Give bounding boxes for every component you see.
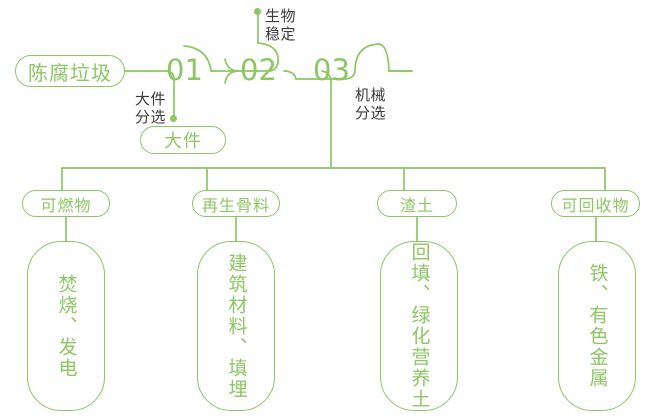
wire-01-dropstub	[165, 70, 175, 96]
stage-03-process-label: 机械 分选	[355, 86, 387, 123]
wire-03-top-arc	[354, 43, 380, 72]
output-node-bulky-label: 大件	[164, 131, 202, 152]
detail-box-recycled-aggregate-text: 建筑材料、填埋	[225, 252, 248, 400]
stage-number-03[interactable]: 03	[313, 53, 350, 87]
wire-02-bracket-lower-left	[224, 70, 240, 84]
output-node-bulky[interactable]: 大件	[140, 126, 226, 154]
wire-02-top-arc	[257, 42, 279, 64]
output-pill-slag-soil[interactable]: 渣土	[377, 190, 457, 217]
detail-box-recyclables[interactable]: 铁、有色金属	[558, 241, 636, 411]
output-pill-recycled-aggregate-label: 再生骨料	[201, 195, 270, 215]
stage-number-01[interactable]: 01	[166, 53, 203, 87]
detail-box-combustible[interactable]: 焚烧、发电	[27, 241, 105, 411]
stage-01-endpoint-dot	[170, 115, 177, 122]
output-pill-combustible-label: 可燃物	[40, 195, 92, 215]
source-node-stale-waste[interactable]: 陈腐垃圾	[15, 55, 125, 87]
wire-03-left-riser	[343, 70, 356, 80]
detail-box-slag-soil[interactable]: 回填、绿化营养土	[380, 241, 458, 411]
detail-box-combustible-text: 焚烧、发电	[55, 273, 78, 379]
wire-02-left-riser	[267, 62, 279, 72]
wire-02-bracket-upper-left	[224, 58, 240, 72]
output-pill-recycled-aggregate[interactable]: 再生骨料	[192, 190, 280, 217]
output-pill-recyclables[interactable]: 可回收物	[551, 190, 640, 217]
output-pill-recyclables-label: 可回收物	[561, 195, 630, 215]
output-pill-slag-soil-label: 渣土	[399, 195, 434, 215]
detail-box-recycled-aggregate[interactable]: 建筑材料、填埋	[197, 241, 275, 411]
stage-number-02[interactable]: 02	[240, 53, 277, 87]
output-pill-combustible[interactable]: 可燃物	[22, 190, 110, 217]
stage-02-endpoint-dot	[254, 8, 261, 15]
wire-02-right-riser	[283, 70, 297, 80]
wire-03-bottom-elbow	[321, 70, 332, 83]
source-node-label: 陈腐垃圾	[28, 60, 112, 85]
wire-03-top-arc-tail	[378, 43, 413, 72]
detail-box-slag-soil-text: 回填、绿化营养土	[408, 242, 431, 410]
wire-01-top-arc	[183, 45, 212, 72]
detail-box-recyclables-text: 铁、有色金属	[586, 263, 609, 389]
stage-02-process-label: 生物 稳定	[265, 7, 297, 44]
stage-01-process-label: 大件 分选	[135, 90, 167, 127]
